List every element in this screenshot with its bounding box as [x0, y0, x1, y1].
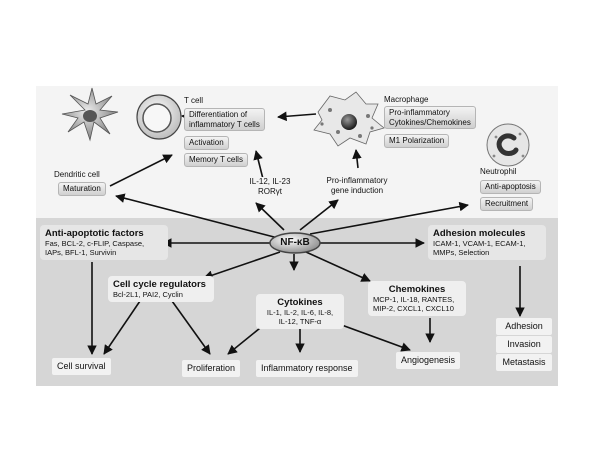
t-cell-label: T cell	[184, 96, 203, 105]
cell-cycle-title: Cell cycle regulators	[113, 279, 206, 290]
cytokines-line-1: IL-1, IL-2, IL-6, IL-8,	[266, 308, 334, 317]
neutrophil-icon	[486, 123, 530, 167]
anti-apoptotic-title: Anti-apoptotic factors	[45, 228, 144, 239]
cytokines-title: Cytokines	[277, 297, 323, 308]
outcome-angiogenesis: Angiogenesis	[396, 352, 461, 369]
chemokines-title: Chemokines	[388, 284, 446, 295]
il12-line-2: RORγt	[258, 186, 282, 196]
proinflammatory-line-2: Cytokines/Chemokines	[389, 117, 471, 127]
outcome-adhesion: Adhesion	[496, 318, 552, 335]
outcome-proliferation: Proliferation	[182, 360, 241, 377]
proinflammatory-line-1: Pro-inflammatory	[389, 108, 450, 117]
anti-apoptotic-factors-group: Anti-apoptotic factors Fas, BCL-2, c-FLI…	[40, 225, 168, 260]
chemokines-line-1: MCP-1, IL-18, RANTES,	[373, 295, 455, 304]
t-cell-icon	[136, 94, 182, 140]
maturation-box: Maturation	[58, 182, 106, 196]
anti-apoptotic-line-1: Fas, BCL-2, c-FLIP, Caspase,	[45, 239, 145, 248]
cytokines-line-2: IL-12, TNF-α	[278, 317, 322, 326]
cytokines-group: Cytokines IL-1, IL-2, IL-6, IL-8, IL-12,…	[256, 294, 344, 329]
proinflammatory-cytokines-box: Pro-inflammatory Cytokines/Chemokines	[384, 106, 476, 129]
adhesion-line-2: MMPs, Selection	[433, 248, 490, 257]
chemokines-line-2: MIP-2, CXCL1, CXCL10	[373, 304, 454, 313]
recruitment-box: Recruitment	[480, 197, 534, 211]
adhesion-title: Adhesion molecules	[433, 228, 526, 239]
cell-cycle-line-1: Bcl-2L1, PAI2, Cyclin	[113, 290, 183, 299]
differentiation-line-1: Differentiation of	[189, 110, 248, 119]
anti-apoptotic-line-2: IAPs, BFL-1, Survivin	[45, 248, 117, 257]
nfkb-node	[269, 232, 321, 254]
nfkb-label: NF-κB	[280, 237, 310, 248]
cell-cycle-regulators-group: Cell cycle regulators Bcl-2L1, PAI2, Cyc…	[108, 276, 214, 302]
outcome-metastasis: Metastasis	[496, 354, 552, 371]
memory-t-cells-box: Memory T cells	[184, 153, 248, 167]
differentiation-line-2: inflammatory T cells	[189, 119, 260, 129]
anti-apoptosis-box: Anti-apoptosis	[480, 180, 541, 194]
il12-il23-label: IL-12, IL-23 RORγt	[244, 177, 296, 196]
gene-line-2: gene induction	[330, 185, 384, 195]
macrophage-icon	[313, 91, 385, 147]
differentiation-box: Differentiation of inflammatory T cells	[184, 108, 265, 131]
il12-line-1: IL-12, IL-23	[249, 177, 291, 186]
gene-line-1: Pro-inflammatory	[326, 176, 388, 185]
outcome-cell-survival: Cell survival	[52, 358, 111, 375]
adhesion-line-1: ICAM-1, VCAM-1, ECAM-1,	[433, 239, 526, 248]
chemokines-group: Chemokines MCP-1, IL-18, RANTES, MIP-2, …	[368, 281, 466, 316]
dendritic-cell-label: Dendritic cell	[54, 170, 100, 179]
neutrophil-label: Neutrophil	[480, 167, 517, 176]
m1-polarization-box: M1 Polarization	[384, 134, 450, 148]
adhesion-molecules-group: Adhesion molecules ICAM-1, VCAM-1, ECAM-…	[428, 225, 546, 260]
outcome-inflammatory-response: Inflammatory response	[256, 360, 358, 377]
macrophage-label: Macrophage	[384, 95, 429, 104]
dendritic-cell-icon	[61, 87, 119, 142]
gene-induction-label: Pro-inflammatory gene induction	[324, 176, 390, 195]
outcome-invasion: Invasion	[496, 336, 552, 353]
activation-box: Activation	[184, 136, 229, 150]
